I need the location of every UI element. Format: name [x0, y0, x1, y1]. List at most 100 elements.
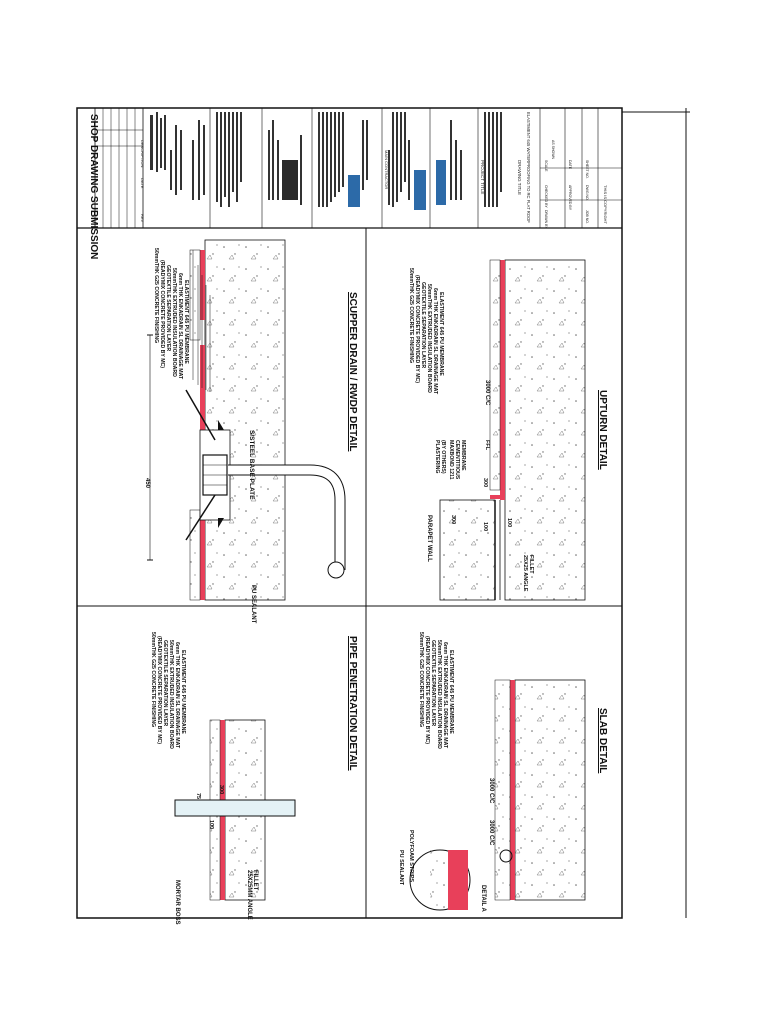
checked-by-label: CHECKED BY	[544, 185, 548, 208]
pipe-layer-3: GEOTEXTILE SEPARATION LAYER	[162, 640, 168, 726]
pipe-layer-2: (READYMIX CONCRETE PROVIDED BY MC)	[156, 636, 162, 744]
rev-header-date: DATE	[140, 178, 145, 189]
pipe-dim-100: 100	[208, 820, 214, 829]
upturn-fillet-1: 25X25 ANGLE	[522, 555, 528, 592]
drawing-title-label: DRAWING TITLE	[517, 160, 522, 195]
scupper-dim-450: 450	[144, 478, 150, 489]
scupper-pu-sealant: PU SEALANT	[250, 585, 256, 624]
slab-detail: DETAIL A PU SEALANT POLYFOAM STRIPS 3000…	[398, 632, 608, 913]
scupper-slab	[204, 239, 286, 601]
title-block: SHOP DRAWING SUBMISSION REV DATE DESCRIP…	[88, 108, 622, 259]
pipe-layer-callouts: 50mmTHK G25 CONCRETE FINISHING (READYMIX…	[150, 632, 186, 749]
scupper-layer-6: ELASTIMENT 645 PU MEMBRANE	[183, 280, 189, 364]
slab-layer-2: (READYMIX CONCRETE PROVIDED BY MC)	[424, 636, 430, 744]
upturn-layer-6: ELASTIMENT 645 PU MEMBRANE	[438, 292, 444, 376]
rev-header-rev: REV	[140, 214, 145, 223]
scupper-layer-5: 6mm THK ENKADRAIN SL DRAINAGE MAT	[177, 273, 183, 380]
upturn-dim-100a: 100	[506, 518, 512, 527]
upturn-dim-300a: 300	[482, 478, 488, 487]
slab-layer-callouts: 50mmTHK G25 CONCRETE FINISHING (READYMIX…	[418, 632, 454, 749]
slab-detail-a-label: DETAIL A	[480, 885, 486, 913]
upturn-by-others: (BY OTHERS)	[440, 440, 446, 474]
upturn-layer-5: 6mm THK ENKADRAIN SL DRAINAGE MAT	[432, 288, 438, 395]
scupper-drain-detail: 450 S/STEEL BASE PLATE PU SEALANT 50mmTH…	[144, 239, 358, 624]
upturn-ffl: FFL	[484, 440, 490, 451]
slab-spacing-1: 3000 C/C	[488, 778, 494, 804]
drawing-title: ELASTIMENT 645 WATERPROOFING TO RC FLAT …	[526, 112, 531, 223]
upturn-topping	[489, 259, 501, 491]
upturn-spacing: 3000 C/C	[484, 380, 490, 406]
upturn-parapet-wall	[439, 499, 496, 601]
upturn-dim-100b: 100	[482, 522, 488, 531]
scale-value: AS SHOWN	[551, 140, 555, 160]
slab-topping	[494, 679, 511, 901]
slab-layer-6: ELASTIMENT 645 PU MEMBRANE	[448, 650, 454, 734]
pipe-fillet-2: FILLET	[252, 870, 258, 891]
rev-header-description: DESCRIPTION	[140, 140, 145, 167]
upturn-membrane-vertical	[490, 495, 505, 499]
approved-by-label: APPROVED BY	[568, 185, 572, 211]
slab-title: SLAB DETAIL	[597, 708, 608, 773]
project-title-label: PROJECT TITLE	[480, 160, 485, 194]
pipe-fillet-1: 25X25MM ANGLE	[246, 870, 252, 920]
scupper-layer-2: (READYMIX CONCRETE PROVIDED BY MC)	[159, 260, 165, 368]
slab-structure	[514, 679, 586, 901]
scupper-layer-3: GEOTEXTILE SEPARATION LAYER	[165, 265, 171, 351]
upturn-membrane-label: MEMBRANE	[460, 440, 466, 471]
slab-polyfoam: POLYFOAM STRIPS	[408, 830, 414, 882]
scale-label: SCALE	[544, 160, 548, 172]
title-block-heading: SHOP DRAWING SUBMISSION	[88, 114, 99, 259]
scupper-layer-callouts: 50mmTHK G25 CONCRETE FINISHING (READYMIX…	[153, 248, 211, 392]
pipe-dim-75: 75	[195, 793, 201, 799]
pipe-shaft	[174, 799, 296, 817]
date-label: DATE	[568, 160, 572, 170]
consultant-info-blocks	[150, 112, 502, 210]
main-contractor-label: MAIN CONTRACTOR	[384, 150, 389, 189]
upturn-fillet-2: FILLET	[528, 555, 534, 574]
pipe-penetration-detail: 75 300 100 MORTAR BOSS 25X25MM ANGLE FIL…	[150, 632, 358, 925]
drawing-border	[76, 107, 623, 919]
upturn-layer-3: GEOTEXTILE SEPARATION LAYER	[420, 282, 426, 368]
slab-layer-3: GEOTEXTILE SEPARATION LAYER	[430, 640, 436, 726]
job-no-label: JOB NO.	[585, 210, 589, 224]
upturn-membrane	[500, 260, 505, 500]
scupper-topping	[189, 249, 201, 341]
sheet-no-label: SHEET NO.	[585, 160, 589, 179]
slab-layer-5: 6mm THK ENKADRAIN SL DRAINAGE MAT	[442, 642, 448, 749]
copyright-note: THIS IS COPYRIGHT	[603, 185, 608, 224]
upturn-layer-2: (READYMIX CONCRETE PROVIDED BY MC)	[414, 275, 420, 383]
pipe-title: PIPE PENETRATION DETAIL	[347, 636, 358, 771]
upturn-plastering: PLASTERING	[434, 440, 440, 473]
slab-layer-1: 50mmTHK G25 CONCRETE FINISHING	[418, 632, 424, 727]
upturn-layer-4: 50mmTHK EXTRUDED INSULATION BOARD	[426, 284, 432, 393]
slab-membrane	[510, 680, 515, 900]
upturn-slab	[504, 259, 586, 601]
pipe-layer-1: 50mmTHK G25 CONCRETE FINISHING	[150, 632, 156, 727]
pipe-layer-4: 50mmTHK EXTRUDED INSULATION BOARD	[168, 640, 174, 749]
scupper-layer-4: 50mmTHK EXTRUDED INSULATION BOARD	[171, 268, 177, 377]
drawing-no-label: DWG NO.	[585, 185, 589, 201]
upturn-maxbond: MAXBOND 1211	[448, 440, 454, 480]
upturn-title: UPTURN DETAIL	[597, 390, 608, 470]
slab-spacing-2: 3000 C/C	[488, 820, 494, 846]
pipe-layer-6: ELASTIMENT 645 PU MEMBRANE	[180, 650, 186, 734]
slab-detail-a-circle	[499, 849, 513, 863]
slab-layer-4: 50mmTHK EXTRUDED INSULATION BOARD	[436, 640, 442, 749]
upturn-parapet-label: PARAPET WALL	[426, 515, 432, 562]
scupper-membrane-b	[200, 250, 205, 320]
pipe-layer-5: 6mm THK ENKADRAIN SL DRAINAGE MAT	[174, 642, 180, 749]
pipe-mortar-boss: MORTAR BOSS	[174, 880, 180, 925]
scupper-base-plate: S/STEEL BASE PLATE	[248, 430, 255, 500]
upturn-detail: 50mmTHK G25 CONCRETE FINISHING (READYMIX…	[408, 259, 608, 601]
scupper-title: SCUPPER DRAIN / RWDP DETAIL	[347, 292, 358, 451]
scupper-layer-1: 50mmTHK G25 CONCRETE FINISHING	[153, 248, 159, 343]
scupper-topping-b	[189, 509, 201, 601]
upturn-layer-1: 50mmTHK G25 CONCRETE FINISHING	[408, 268, 414, 363]
pipe-dim-300: 300	[218, 785, 224, 794]
upturn-cementitious: CEMENTITIOUS	[454, 440, 460, 480]
drawn-by-label: DRAWN BY	[544, 210, 548, 229]
upturn-dim-300b: 300	[450, 515, 456, 524]
upturn-layer-callouts: 50mmTHK G25 CONCRETE FINISHING (READYMIX…	[408, 268, 444, 395]
scupper-pipe-end	[327, 561, 345, 579]
